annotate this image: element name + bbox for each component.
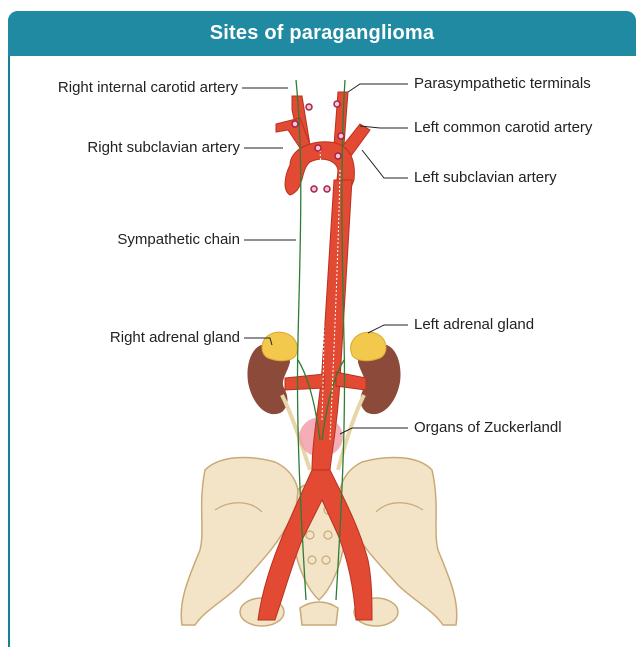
label-right-subclavian-artery: Right subclavian artery [87, 139, 240, 157]
label-parasympathetic-terminals: Parasympathetic terminals [414, 75, 591, 93]
label-organs-of-zuckerlandl: Organs of Zuckerlandl [414, 419, 562, 437]
label-left-common-carotid-artery: Left common carotid artery [414, 119, 592, 137]
label-left-subclavian-artery: Left subclavian artery [414, 169, 557, 187]
label-right-internal-carotid-artery: Right internal carotid artery [58, 79, 238, 97]
label-sympathetic-chain: Sympathetic chain [117, 231, 240, 249]
label-left-adrenal-gland: Left adrenal gland [414, 316, 534, 334]
label-right-adrenal-gland: Right adrenal gland [110, 329, 240, 347]
